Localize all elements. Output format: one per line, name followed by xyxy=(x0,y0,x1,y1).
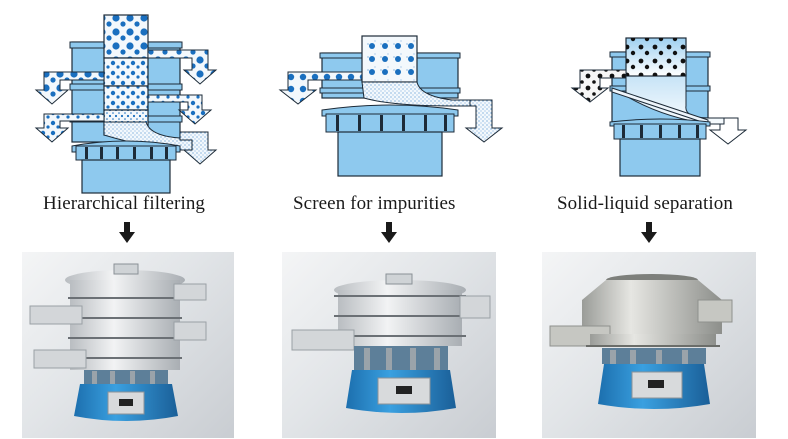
down-arrow-icon xyxy=(381,222,397,243)
panel-solid-liquid-separation: Solid-liquid separation xyxy=(524,0,788,439)
caption-hierarchical-filtering: Hierarchical filtering xyxy=(43,193,206,214)
multi-layer-sieve-diagram xyxy=(34,14,218,194)
panel-screen-for-impurities: Screen for impurities xyxy=(262,0,524,439)
three-layer-vibrating-sieve-photo xyxy=(22,252,234,438)
down-arrow-icon xyxy=(119,222,135,243)
solid-liquid-sieve-diagram xyxy=(570,37,748,177)
two-layer-vibrating-sieve-photo xyxy=(282,252,496,438)
caption-solid-liquid-separation: Solid-liquid separation xyxy=(557,193,733,214)
solid-liquid-vibrating-sieve-photo xyxy=(542,252,756,438)
caption-screen-for-impurities: Screen for impurities xyxy=(293,193,456,214)
down-arrow-icon xyxy=(641,222,657,243)
panel-hierarchical-filtering: Hierarchical filtering xyxy=(0,0,262,439)
single-layer-sieve-diagram xyxy=(278,35,504,177)
